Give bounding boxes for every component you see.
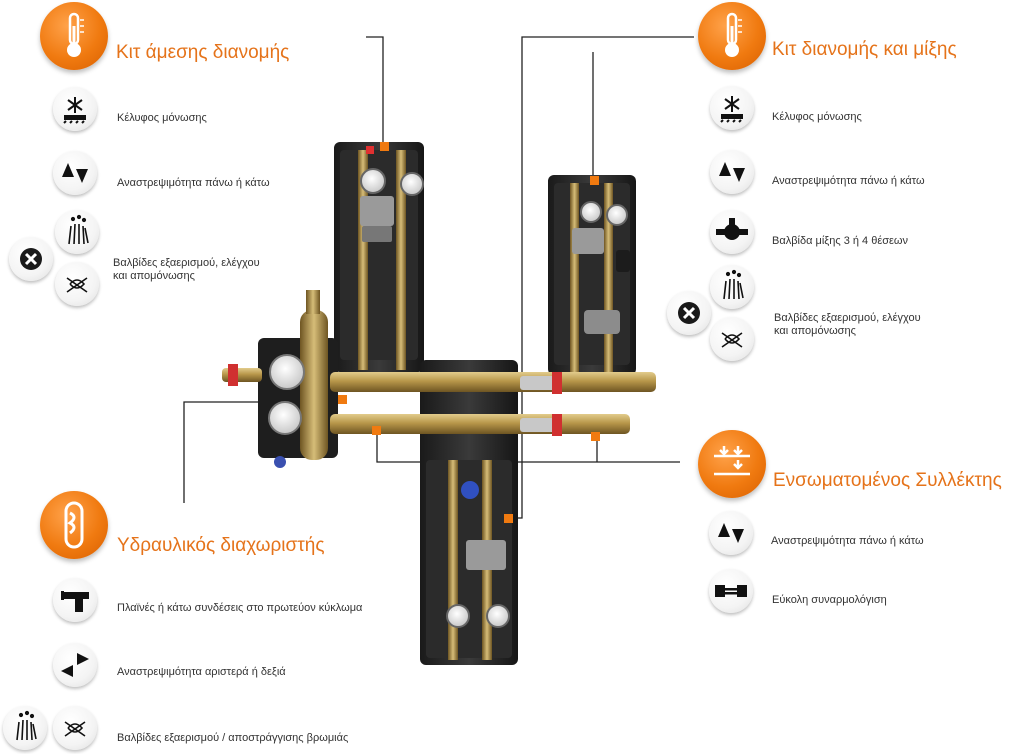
close-valve-icon <box>667 291 711 335</box>
shutoff-valve-icon <box>55 262 99 306</box>
feature-text: Βαλβίδες εξαερισμού, ελέγχου <box>774 312 921 324</box>
mixing-valve-icon <box>710 210 754 254</box>
mixing-kit-title: Κιτ διανομής και μίξης <box>772 39 957 60</box>
close-valve-icon <box>9 237 53 281</box>
separator-icon <box>40 491 108 559</box>
feature-text: Βαλβίδα μίξης 3 ή 4 θέσεων <box>772 235 909 247</box>
thermometer-icon <box>40 2 108 70</box>
thermometer-icon <box>698 2 766 70</box>
left-right-arrows-icon <box>53 643 97 687</box>
feature-text: Εύκολη συναρμολόγιση <box>772 594 887 606</box>
up-down-arrows-icon <box>710 150 754 194</box>
feature-text: και απομόνωσης <box>113 270 195 282</box>
feature-text: Πλαϊνές ή κάτω συνδέσεις στο πρωτεύον κύ… <box>117 602 363 614</box>
vent-valve-icon <box>710 265 754 309</box>
collector-title: Ενσωματομένος Συλλέκτης <box>773 470 1002 491</box>
vent-valve-icon <box>3 706 47 750</box>
snowflake-insulation-icon <box>53 87 97 131</box>
feature-text: Αναστρεψιμότητα πάνω ή κάτω <box>117 177 270 189</box>
separator-body <box>222 290 338 468</box>
up-down-arrows-icon <box>53 151 97 195</box>
snowflake-insulation-icon <box>710 86 754 130</box>
feature-text: Αναστρεψιμότητα πάνω ή κάτω <box>772 175 925 187</box>
feature-text: Βαλβίδες εξαερισμού, ελέγχου <box>113 257 260 269</box>
vent-valve-icon <box>55 210 99 254</box>
feature-text: Βαλβίδες εξαερισμού / αποστράγγισης βρωμ… <box>117 732 349 744</box>
collector-icon <box>698 430 766 498</box>
feature-text: Κέλυφος μόνωσης <box>117 112 207 124</box>
shutoff-valve-icon <box>53 706 97 750</box>
tee-connection-icon <box>53 578 97 622</box>
shutoff-valve-icon <box>710 317 754 361</box>
direct-kit-shell <box>334 142 424 372</box>
bottom-kit-shell <box>420 360 518 665</box>
direct-kit-title: Κιτ άμεσης διανομής <box>116 42 290 63</box>
feature-text: Αναστρεψιμότητα πάνω ή κάτω <box>771 535 924 547</box>
feature-text: και απομόνωσης <box>774 325 856 337</box>
mixing-kit-shell <box>548 175 636 375</box>
feature-text: Κέλυφος μόνωσης <box>772 111 862 123</box>
feature-text: Αναστρεψιμότητα αριστερά ή δεξιά <box>117 666 286 678</box>
collector-manifold <box>330 372 656 441</box>
connector-icon <box>709 569 753 613</box>
separator-title: Υδραυλικός διαχωριστής <box>117 535 325 556</box>
up-down-arrows-icon <box>709 511 753 555</box>
